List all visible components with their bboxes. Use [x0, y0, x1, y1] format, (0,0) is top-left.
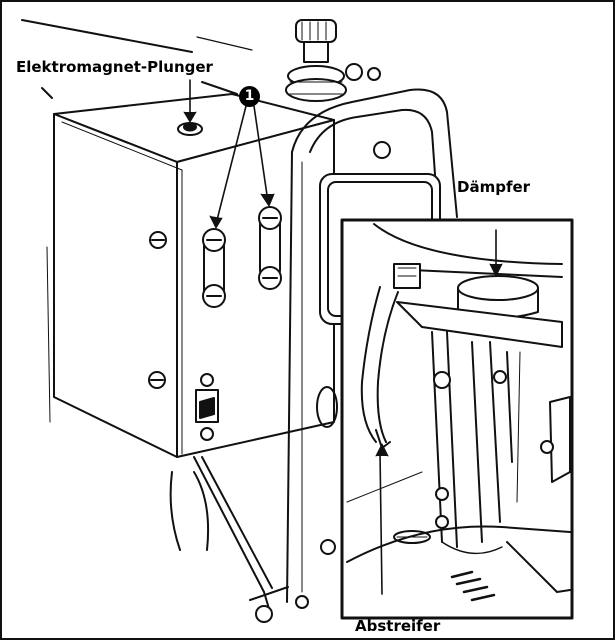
label-abstreifer: Abstreifer: [355, 617, 441, 635]
inset-detail: [340, 218, 574, 620]
callout-number-1: 1: [239, 86, 260, 107]
tension-knob: [285, 19, 381, 102]
box-screws: [148, 231, 167, 389]
linkage-rod: [169, 456, 309, 623]
marked-screws: [202, 206, 282, 308]
plunger-top: [177, 79, 203, 136]
machine-arm-outline: [21, 19, 253, 423]
callout-leaders: [209, 105, 275, 229]
switch: [195, 373, 219, 441]
label-elektromagnet-plunger: Elektromagnet-Plunger: [16, 58, 213, 76]
label-daempfer: Dämpfer: [457, 178, 531, 196]
